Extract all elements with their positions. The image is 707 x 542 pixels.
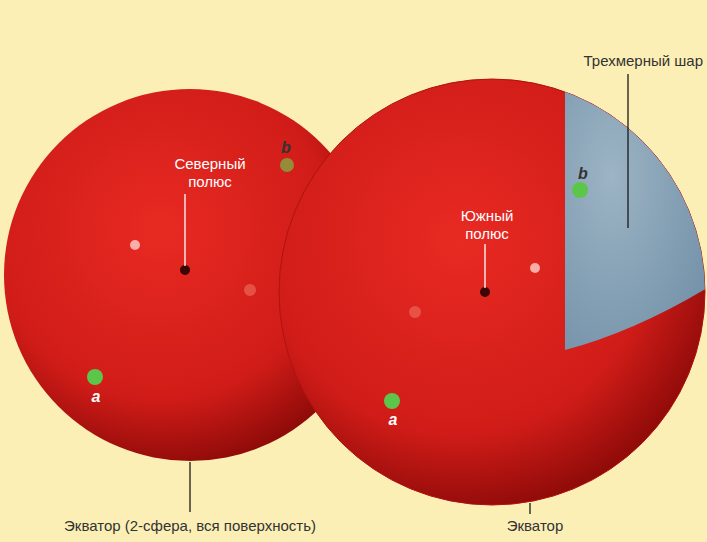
leader-line — [529, 503, 530, 514]
equator-label: Экватор (2-сфера, вся поверхность) — [64, 517, 316, 535]
point-label: a — [389, 411, 398, 429]
leader-line — [189, 462, 190, 512]
point-b — [572, 182, 588, 198]
point-label: b — [578, 165, 588, 183]
point-label: a — [92, 388, 101, 406]
pole-label: Северный полюс — [160, 155, 260, 191]
point-a — [87, 369, 103, 385]
leader-line — [627, 74, 628, 228]
ball-region — [565, 60, 707, 350]
point-b — [280, 158, 294, 172]
point-label: b — [281, 139, 291, 157]
pole-label: Южный полюс — [442, 207, 532, 243]
leader-line — [484, 244, 485, 288]
region-label: Трехмерный шар — [583, 52, 703, 70]
equator-label: Экватор — [507, 517, 564, 535]
point-a — [384, 393, 400, 409]
south-pole-dot — [480, 287, 490, 297]
north-pole-dot — [180, 265, 190, 275]
leader-line — [184, 194, 185, 266]
